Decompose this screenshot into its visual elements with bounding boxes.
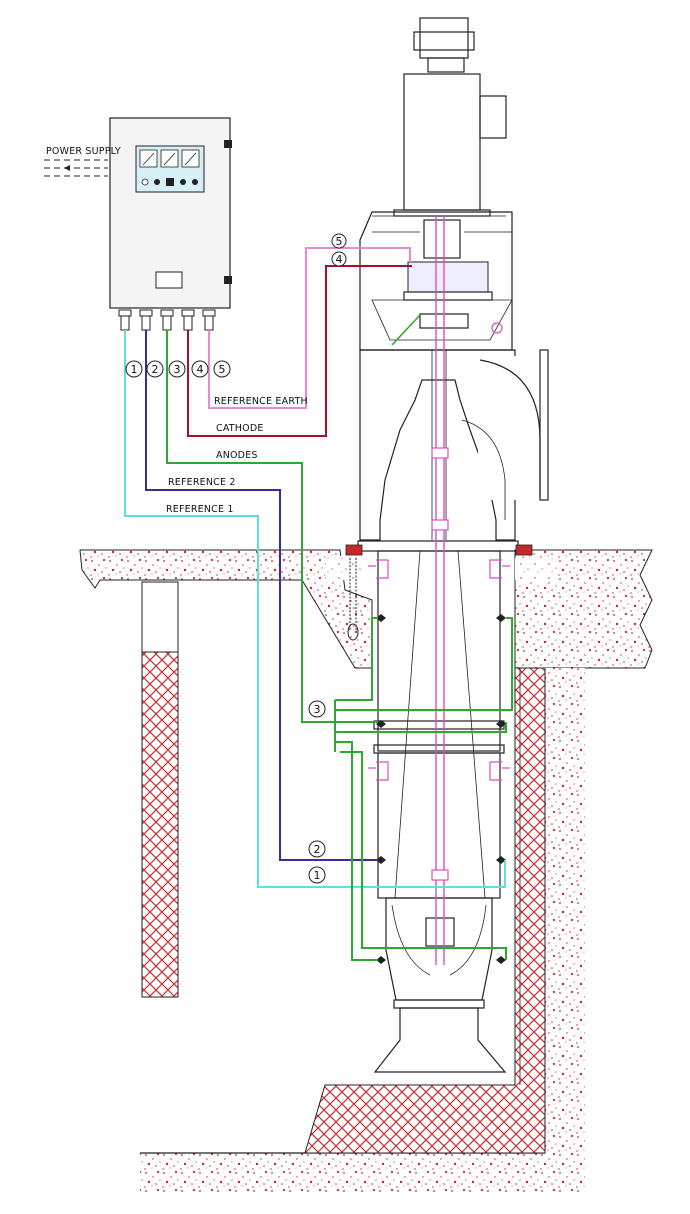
callout-pump-5: 5 (336, 235, 343, 248)
label-cathode: CATHODE (216, 423, 264, 434)
control-panel (109, 117, 232, 331)
label-reference-earth: REFERENCE EARTH (214, 396, 308, 407)
power-supply-label: POWER SUPPLY (46, 146, 121, 157)
callout-4: 4 (197, 363, 204, 376)
callout-pump-3: 3 (314, 703, 321, 716)
callout-pump-1: 1 (314, 869, 321, 882)
vertical-pump (345, 17, 549, 1073)
wire-anodes (166, 330, 513, 961)
callouts-pump: 5 4 3 2 1 (308, 233, 347, 884)
bonding-lug (491, 322, 503, 334)
brick-walls (141, 581, 546, 1154)
isolation-joints (376, 614, 506, 964)
lifting-chain (347, 558, 359, 641)
power-supply-lines (44, 159, 108, 177)
callout-pump-2: 2 (314, 843, 321, 856)
bonding-wire (391, 314, 421, 346)
wire-reference-earth (208, 247, 411, 409)
callout-3: 3 (174, 363, 181, 376)
label-reference-1: REFERENCE 1 (166, 504, 234, 515)
wire-reference-1 (124, 330, 506, 888)
label-anodes: ANODES (216, 450, 258, 461)
panel-label-plate (155, 271, 183, 289)
cable-glands (118, 309, 216, 331)
callout-2: 2 (152, 363, 159, 376)
meters (139, 149, 200, 186)
callout-pump-4: 4 (336, 253, 343, 266)
callouts-panel: 1 2 3 4 5 (125, 360, 231, 378)
callout-1: 1 (131, 363, 138, 376)
label-reference-2: REFERENCE 2 (168, 477, 236, 488)
wire-cathode (187, 265, 412, 437)
wire-reference-2 (145, 330, 378, 861)
callout-5: 5 (219, 363, 226, 376)
